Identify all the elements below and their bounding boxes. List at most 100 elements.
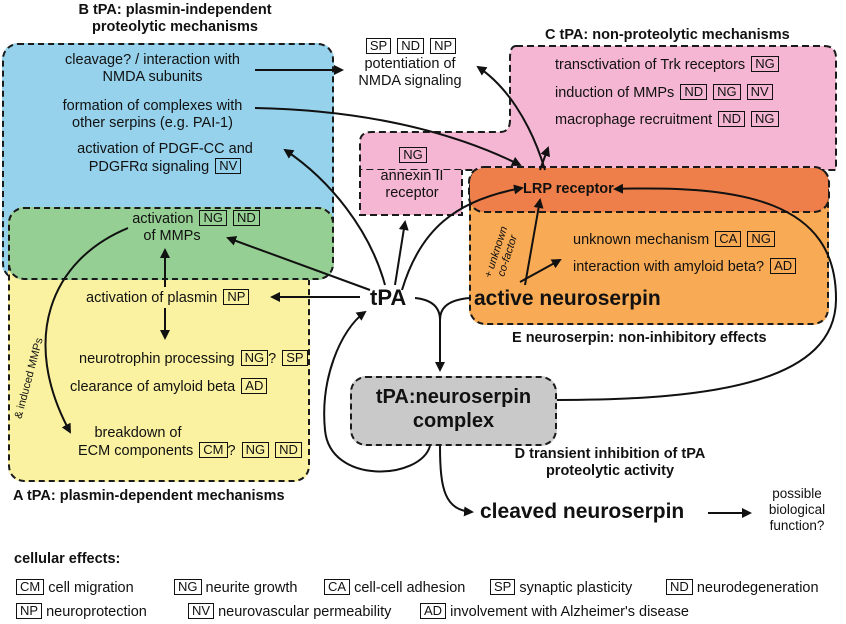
arrow-complexes-to-lrp	[254, 107, 522, 166]
complex-line2: complex	[412, 410, 495, 432]
a-item-mmps-line1: activation	[132, 211, 194, 227]
region-b-title-line1: B tPA: plasmin-independent	[78, 2, 272, 18]
tag-nv: NV	[215, 158, 242, 174]
line-active-to-junction	[439, 297, 471, 321]
annexin-line2: receptor	[385, 185, 439, 201]
tag-nd: ND	[233, 210, 260, 226]
b-item-pdgf: activation of PDGF-CC and PDGFRα signali…	[50, 141, 280, 176]
legend-item-nd: ND neurodegeneration	[664, 579, 819, 597]
tag-ng: NG	[399, 147, 427, 163]
c-item-macrophage: macrophage recruitment ND NG	[555, 111, 779, 129]
legend-item-np: NP neuroprotection	[14, 603, 147, 621]
annexin-box	[359, 170, 463, 216]
legend-item-ng: NG neurite growth	[172, 579, 297, 597]
e-item-amyloid: interaction with amyloid beta? AD	[573, 258, 797, 276]
arrow-lrp-to-trk	[539, 146, 550, 171]
legend-code: ND	[666, 579, 693, 595]
tag-nd: ND	[275, 442, 302, 458]
a-item-ecm: breakdown of ECM components CM? NG ND	[78, 425, 302, 460]
a-item-plasmin-label: activation of plasmin	[86, 290, 218, 306]
legend-code: NV	[188, 603, 215, 619]
b-item-pdgf-line1: activation of PDGF-CC and	[77, 141, 253, 157]
function-line3: function?	[769, 518, 825, 533]
a-item-amyloid: clearance of amyloid beta AD	[70, 378, 268, 396]
legend-item-nv: NV neurovascular permeability	[186, 603, 391, 621]
legend-code: NP	[16, 603, 43, 619]
lrp-receptor-label: LRP receptor	[523, 181, 614, 197]
b-item-complexes-line1: formation of complexes with	[62, 98, 243, 114]
tag-ad: AD	[770, 258, 797, 274]
tag-ad: AD	[241, 378, 268, 394]
legend-title: cellular effects:	[14, 551, 121, 567]
tag-ng: NG	[240, 350, 269, 366]
tag-nd: ND	[397, 38, 425, 54]
region-d-title-line2: proteolytic activity	[545, 463, 675, 479]
line-tpa-to-junction	[414, 297, 441, 321]
c-item-macrophage-label: macrophage recruitment	[555, 112, 713, 128]
c-item-trk-label: transctivation of Trk receptors	[555, 57, 746, 73]
arrow-tpa-to-lrp	[401, 184, 524, 291]
legend-item-sp: SP synaptic plasticity	[488, 579, 632, 597]
legend-label: synaptic plasticity	[519, 580, 633, 596]
annexin-line1: annexin II	[380, 168, 444, 184]
a-item-mmps: activation NG ND of MMPs	[116, 210, 276, 245]
legend-code: SP	[490, 579, 516, 595]
legend-label: cell migration	[48, 580, 134, 596]
arrow-mmps-to-ecm	[44, 227, 129, 434]
legend-item-cm: CM cell migration	[14, 579, 134, 597]
legend-item-ad: AD involvement with Alzheimer's disease	[418, 603, 689, 621]
legend-code: CM	[16, 579, 45, 595]
a-item-neurotrophin-label: neurotrophin processing	[79, 351, 235, 367]
complex-node: tPA:neuroserpin complex	[350, 385, 557, 433]
arrow-active-to-unknown	[519, 259, 562, 283]
legend-item-ca: CA cell-cell adhesion	[322, 579, 465, 597]
region-d-title-line1: D transient inhibition of tPA	[514, 446, 706, 462]
region-c-overlap	[470, 168, 828, 212]
tag-ng: NG	[751, 111, 779, 127]
region-e-title: E neuroserpin: non-inhibitory effects	[512, 330, 767, 346]
function-node: possible biological function?	[752, 486, 842, 534]
region-ab-overlap	[8, 207, 334, 280]
tag-ng: NG	[751, 56, 779, 72]
tag-nd: ND	[718, 111, 745, 127]
region-c-title: C tPA: non-proteolytic mechanisms	[545, 27, 790, 43]
e-item-unknown: unknown mechanism CA NG	[573, 231, 775, 249]
nmda-node: SP ND NP potentiation of NMDA signaling	[345, 38, 475, 90]
region-a-title: A tPA: plasmin-dependent mechanisms	[13, 488, 285, 504]
tag-sp: SP	[282, 350, 308, 366]
arrow-active-to-lrp	[524, 198, 544, 286]
b-item-complexes-line2: other serpins (e.g. PAI-1)	[72, 115, 233, 131]
region-d-title: D transient inhibition of tPA proteolyti…	[490, 446, 730, 480]
legend-code: AD	[420, 603, 447, 619]
e-item-amyloid-label: interaction with amyloid beta?	[573, 259, 765, 275]
tag-np: NP	[223, 289, 250, 305]
region-b-title-line2: proteolytic mechanisms	[92, 19, 258, 35]
function-line2: biological	[768, 502, 826, 517]
uncertain-mark: ?	[227, 443, 236, 459]
tag-ng: NG	[199, 210, 227, 226]
legend-label: neurovascular permeability	[218, 604, 392, 620]
arrow-tpa-to-pdgf	[283, 148, 386, 286]
b-item-cleavage-line2: NMDA subunits	[102, 69, 203, 85]
arrow-complex-to-lrp	[556, 183, 838, 401]
nmda-line2: NMDA signaling	[358, 73, 462, 89]
region-c-box	[359, 45, 837, 171]
legend-label: involvement with Alzheimer's disease	[450, 604, 689, 620]
a-item-ecm-line2: ECM components	[78, 443, 194, 459]
tag-cm: CM	[199, 442, 228, 458]
tag-nd: ND	[680, 84, 708, 100]
arrow-complex-to-cleaved	[439, 445, 474, 517]
a-item-mmps-line2: of MMPs	[143, 228, 201, 244]
legend-code: NG	[174, 579, 202, 595]
arrow-tpa-to-annexin	[394, 220, 409, 286]
a-item-neurotrophin: neurotrophin processing NG? SP	[79, 350, 308, 368]
a-item-plasmin: activation of plasmin NP	[86, 289, 250, 307]
region-b-title: B tPA: plasmin-independent proteolytic m…	[60, 2, 290, 36]
a-item-ecm-line1: breakdown of	[94, 425, 182, 441]
complex-line1: tPA:neuroserpin	[375, 386, 532, 408]
function-line1: possible	[772, 486, 822, 501]
annexin-node: NG annexin II receptor	[362, 147, 462, 202]
arrow-tpa-to-mmps	[226, 236, 371, 291]
